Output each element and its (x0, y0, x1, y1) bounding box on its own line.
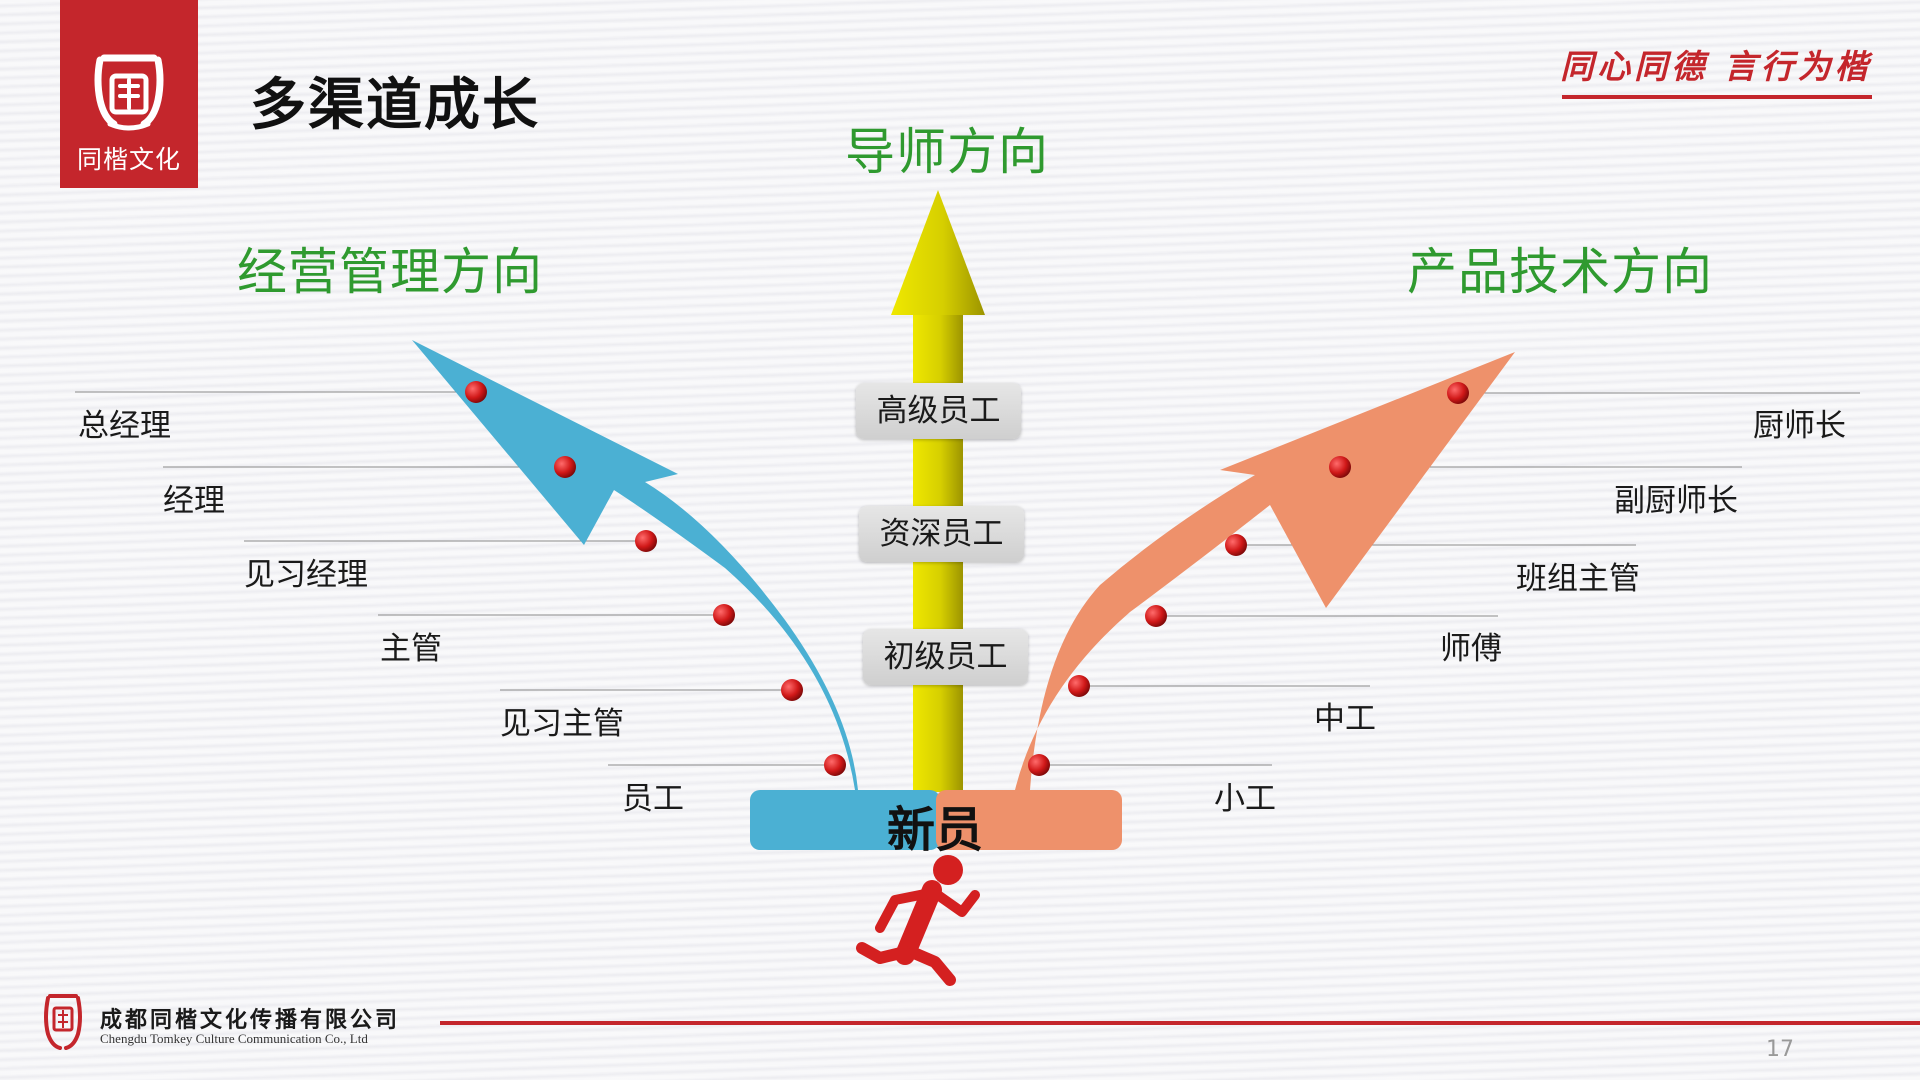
management-level-gm: 总经理 (78, 408, 171, 444)
brand-logo: 同楷文化 (60, 0, 198, 188)
technical-nodes (1028, 382, 1469, 776)
footer-divider (440, 1021, 1920, 1025)
node-junior-worker (1028, 754, 1050, 776)
management-direction-label: 经营管理方向 (237, 243, 543, 301)
company-name-cn: 成都同楷文化传播有限公司 (100, 1007, 401, 1033)
node-manager (554, 456, 576, 478)
management-level-staff: 员工 (622, 781, 684, 817)
mentor-level-junior: 初级员工 (863, 629, 1028, 685)
node-trainee-supervisor (781, 679, 803, 701)
mentor-direction-label: 导师方向 (845, 123, 1049, 181)
technical-level-deputy-head-chef: 副厨师长 (1614, 483, 1738, 519)
management-level-supervisor: 主管 (380, 631, 442, 667)
management-arrow (412, 340, 858, 790)
tongkai-seal-icon (94, 54, 164, 131)
technical-level-team-supervisor: 班组主管 (1516, 561, 1640, 597)
technical-level-head-chef: 厨师长 (1753, 408, 1846, 444)
page-title: 多渠道成长 (250, 73, 540, 138)
node-staff (824, 754, 846, 776)
mentor-level-senior: 高级员工 (856, 383, 1021, 439)
node-mid-worker (1068, 675, 1090, 697)
technical-arrow (1015, 352, 1515, 790)
technical-base (936, 790, 1122, 850)
slogan: 同心同德 言行为楷 (1560, 47, 1872, 86)
technical-level-junior-worker: 小工 (1214, 781, 1276, 817)
company-name-en: Chengdu Tomkey Culture Communication Co.… (100, 1031, 368, 1046)
node-supervisor (713, 604, 735, 626)
node-team-supervisor (1225, 534, 1247, 556)
running-person-icon (856, 855, 980, 986)
node-gm (465, 381, 487, 403)
management-nodes (465, 381, 846, 776)
slogan-underline (1562, 95, 1872, 99)
logo-text: 同楷文化 (76, 145, 181, 174)
mentor-arrowhead (891, 190, 985, 315)
management-base (750, 790, 940, 850)
technical-direction-label: 产品技术方向 (1407, 243, 1713, 301)
management-level-trainee-supervisor: 见习主管 (500, 706, 624, 742)
start-label: 新员 (886, 802, 983, 858)
management-level-trainee-manager: 见习经理 (244, 557, 368, 593)
management-level-manager: 经理 (163, 483, 225, 519)
page-number: 17 (1766, 1037, 1794, 1062)
footer-seal-icon (44, 994, 82, 1050)
technical-level-master: 师傅 (1440, 631, 1502, 667)
node-deputy-head-chef (1329, 456, 1351, 478)
mentor-level-experienced: 资深员工 (859, 506, 1024, 562)
node-trainee-manager (635, 530, 657, 552)
technical-level-mid-worker: 中工 (1314, 701, 1376, 737)
node-head-chef (1447, 382, 1469, 404)
node-master (1145, 605, 1167, 627)
